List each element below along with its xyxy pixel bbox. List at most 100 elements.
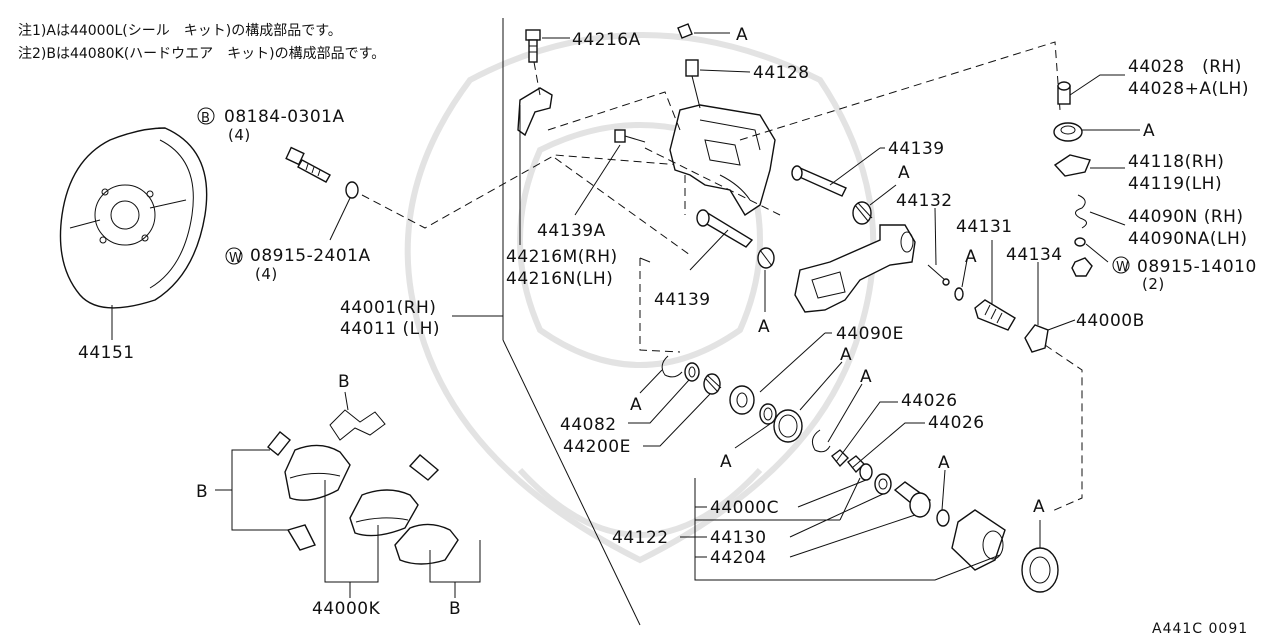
screw-44131	[974, 299, 1016, 331]
label-44139-top: 44139	[888, 139, 945, 159]
footer-code: A441C 0091	[1152, 621, 1248, 637]
pin-44132	[927, 264, 950, 286]
label-44026-1: 44026	[901, 391, 958, 411]
label-44028-rh: 44028 (RH)	[1128, 57, 1242, 77]
note-2: 注2)Bは44080K(ハードウエア キット)の構成部品です。	[18, 46, 385, 62]
label-44090e: 44090E	[836, 324, 904, 344]
label-08915-14010: 08915-14010	[1137, 257, 1257, 277]
label-a-44132: A	[965, 247, 977, 267]
label-44131: 44131	[956, 217, 1013, 237]
label-44204: 44204	[710, 548, 767, 568]
label-b-pads-left: B	[196, 482, 208, 502]
label-44130: 44130	[710, 528, 767, 548]
label-a-bearing: A	[1033, 497, 1045, 517]
note-1: 注1)Aは44000L(シール キット)の構成部品です。	[18, 23, 342, 39]
label-qty-4b: (4)	[255, 265, 278, 283]
rod-44204	[893, 481, 931, 518]
label-44001: 44001(RH)	[340, 298, 436, 318]
piston-cup	[951, 509, 1006, 571]
label-a-oring: A	[938, 453, 950, 473]
ring-a-2	[759, 403, 777, 425]
dust-shield	[59, 127, 208, 340]
snap-ring-a-4	[811, 429, 831, 453]
bearing-44130	[874, 473, 892, 495]
label-a-snap: A	[860, 367, 872, 387]
plate-44134	[1024, 324, 1049, 353]
bolt-44216a	[525, 29, 541, 63]
label-a-44139-top: A	[898, 163, 910, 183]
label-44128: 44128	[753, 63, 810, 83]
label-44118: 44118(RH)	[1128, 152, 1224, 172]
label-b-pads-bottom: B	[449, 599, 461, 619]
label-08915-2401a: 08915-2401A	[250, 246, 371, 266]
bleeder-44028	[1057, 81, 1071, 105]
w-circle-2-letter: W	[1116, 260, 1129, 275]
nut-44000b	[1071, 257, 1093, 277]
label-a-44139-mid: A	[758, 317, 770, 337]
label-44132: 44132	[896, 191, 953, 211]
label-44119: 44119(LH)	[1128, 174, 1222, 194]
label-44139a: 44139A	[537, 221, 606, 241]
label-44122: 44122	[612, 528, 669, 548]
bracket-44122	[694, 478, 1001, 581]
label-44090n: 44090N (RH)	[1128, 207, 1244, 227]
boot-44139-top	[852, 201, 873, 225]
label-44028a-lh: 44028+A(LH)	[1128, 79, 1249, 99]
dash-shield-to-caliper	[361, 154, 681, 229]
caliper-body	[517, 87, 776, 216]
bearing-a-6	[1021, 547, 1059, 593]
label-44082: 44082	[560, 415, 617, 435]
label-qty-4a: (4)	[228, 126, 251, 144]
label-a-ring-3: A	[840, 345, 852, 365]
boot-44200e	[703, 373, 722, 395]
oring-a-5	[936, 509, 950, 527]
boot-44139-mid	[757, 247, 775, 269]
washer-08915-14010	[1074, 237, 1086, 247]
washer-44000c	[859, 463, 873, 481]
label-44134: 44134	[1006, 245, 1063, 265]
bracket-44216a	[517, 87, 553, 137]
label-44216a: 44216A	[572, 30, 641, 50]
label-b-pads-top: B	[338, 372, 350, 392]
bolt-44139a	[614, 129, 646, 143]
spring-44090n	[1075, 194, 1087, 229]
w-circle-2-icon	[1112, 256, 1130, 274]
divider-lines	[452, 18, 641, 626]
b-circle-icon	[197, 107, 215, 125]
label-44151: 44151	[78, 343, 135, 363]
cap-a-44028	[1053, 122, 1083, 142]
lever-44118	[1053, 154, 1091, 177]
label-44000k: 44000K	[312, 599, 381, 619]
label-44026-2: 44026	[928, 413, 985, 433]
label-44000b: 44000B	[1076, 311, 1145, 331]
bleeder-44128	[677, 23, 701, 109]
piston-44090e	[729, 385, 755, 415]
label-44216m: 44216M(RH)	[506, 247, 618, 267]
label-08184: 08184-0301A	[224, 107, 345, 127]
label-a-ring-1: A	[630, 395, 642, 415]
w-circle-letter: W	[229, 251, 242, 266]
bolt-08184	[285, 146, 331, 183]
label-44090na: 44090NA(LH)	[1128, 229, 1247, 249]
dash-right-side	[1044, 344, 1083, 513]
dash-44216m	[639, 258, 681, 353]
dash-bracket	[547, 91, 681, 131]
label-a-top: A	[736, 25, 748, 45]
w-circle-icon	[225, 247, 243, 265]
seal-a-44132	[954, 287, 964, 301]
label-44000c: 44000C	[710, 498, 779, 518]
caliper-housing-44001	[794, 224, 916, 313]
label-44200e: 44200E	[563, 437, 631, 457]
ring-a-1	[661, 355, 683, 378]
label-a-ring-2: A	[720, 452, 732, 472]
dash-caliper-left	[554, 157, 691, 256]
ring-a-3	[773, 409, 803, 443]
b-circle-letter: B	[201, 111, 210, 126]
dash-upper-right	[739, 41, 1061, 141]
label-44216n: 44216N(LH)	[506, 269, 613, 289]
ring-44082	[684, 362, 700, 382]
label-qty-2: (2)	[1142, 275, 1165, 293]
label-a-44028: A	[1143, 121, 1155, 141]
rings-row	[661, 355, 1059, 593]
